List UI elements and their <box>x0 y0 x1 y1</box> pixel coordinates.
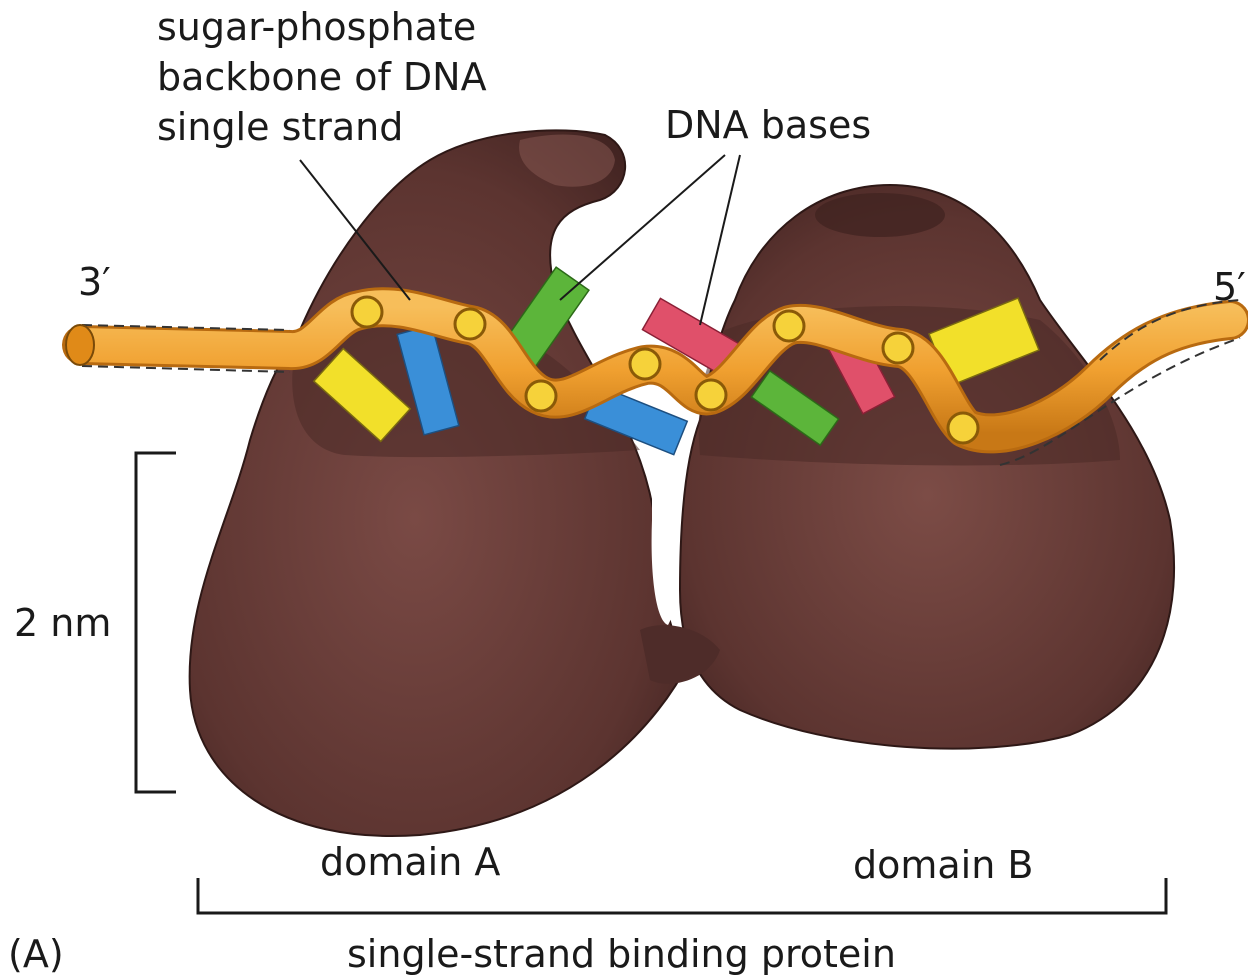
phosphate <box>948 413 978 443</box>
domain-b-label: domain B <box>853 843 1033 887</box>
scale-label: 2 nm <box>14 601 111 645</box>
phosphate <box>352 297 382 327</box>
backbone-label-line1: sugar-phosphate <box>157 5 476 49</box>
phosphate <box>455 309 485 339</box>
bases-leader-line-2 <box>700 155 740 325</box>
phosphate <box>774 311 804 341</box>
five-prime-label: 5′ <box>1213 265 1246 309</box>
backbone-label-line3: single strand <box>157 105 403 149</box>
domain-b-shape <box>680 185 1174 749</box>
phosphate <box>630 349 660 379</box>
dna-3prime-end <box>66 325 94 365</box>
domain-a-label: domain A <box>320 840 500 884</box>
phosphate <box>526 381 556 411</box>
phosphate <box>883 333 913 363</box>
dna-bases-label: DNA bases <box>665 103 871 147</box>
phosphate <box>696 380 726 410</box>
three-prime-label: 3′ <box>78 260 111 304</box>
panel-label: (A) <box>8 932 64 976</box>
backbone-label-line2: backbone of DNA <box>157 55 487 99</box>
protein-label: single-strand binding protein <box>347 932 896 976</box>
scale-bracket <box>136 453 176 792</box>
domain-a-shape <box>190 130 690 836</box>
